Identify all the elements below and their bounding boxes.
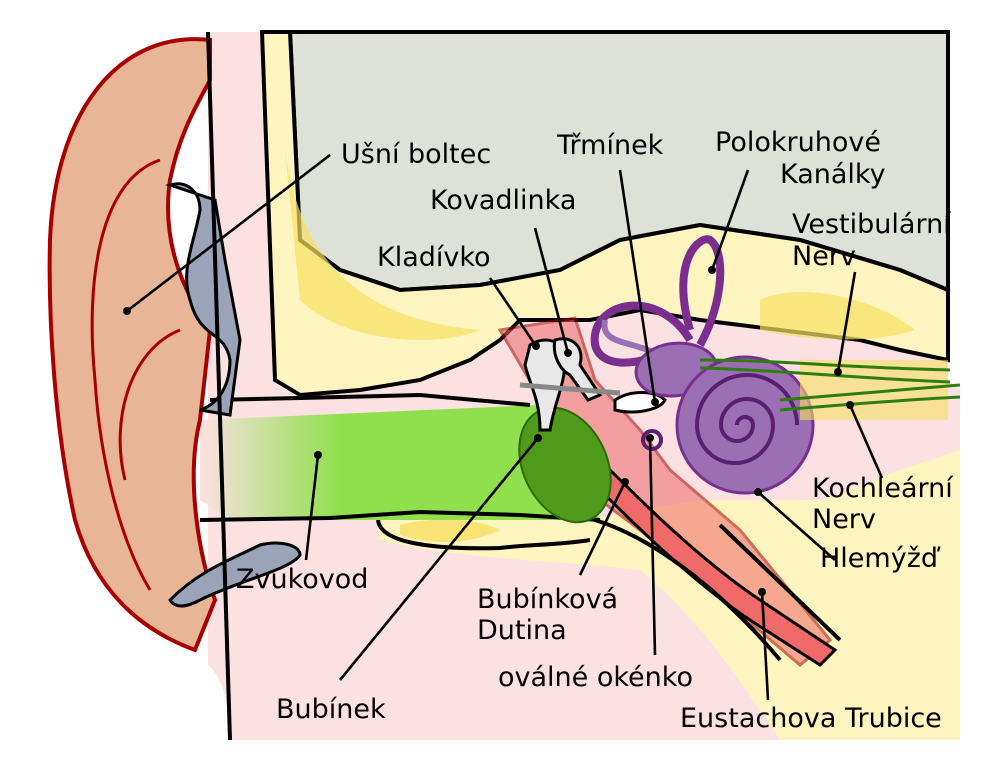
label-malleus: Kladívko [377,242,491,273]
leader-oval-window-dot [646,434,654,442]
label-incus: Kovadlinka [430,185,576,216]
label-tympanic-line1: Bubínková [477,584,618,615]
leader-tympanic-dot [621,478,629,486]
label-stapes: Třmínek [556,130,664,161]
leader-cochlea-dot [754,488,762,496]
semicircular-canal-1 [679,235,725,347]
ear-canal-bottom-wall [199,509,601,522]
tragus-cartilage [165,182,242,417]
eustachian-tube-line-2 [718,523,842,642]
label-cochlea: Hlemýžď [820,543,941,574]
eustachian-tube-line [594,518,782,662]
leader-ear-canal-dot [314,451,322,459]
label-cochlear-line2: Nerv [812,504,876,535]
label-eustachian: Eustachova Trubice [680,703,942,734]
pinna-fold-1 [90,158,161,591]
leader-cochlear-nerve-dot [846,401,854,409]
leader-vestibular [836,271,857,373]
leader-semicircular [710,169,750,271]
pinna-fold-2 [118,328,181,481]
malleus-ligament [519,382,621,396]
vestibular-nerve [699,358,951,384]
label-pinna: Ušní boltec [341,139,491,170]
leader-ear-canal [304,454,320,561]
label-eardrum: Bubínek [276,694,386,725]
ear-canal-top-wall [209,392,531,407]
leader-cochlear-nerve [848,404,884,479]
bone-marrow-lower [400,519,500,542]
lower-bone-edge [376,519,591,551]
leader-semicircular-dot [708,266,716,274]
leader-eustachian [760,591,770,701]
label-oval-window: oválné okénko [498,662,693,693]
stapes [613,391,667,414]
leader-stapes-dot [651,398,659,406]
leader-incus-dot [564,349,572,357]
leader-malleus-dot [532,342,540,350]
leader-oval-window [648,437,657,656]
bone-marrow-right [760,291,915,340]
label-vestibular-line2: Nerv [792,241,856,272]
lower-bone [375,450,960,740]
label-semicircular-line2: Kanálky [780,159,886,190]
cochlear-nerve [779,383,961,412]
leader-cochlea [757,491,836,561]
label-ear-canal: Zvukovod [236,564,368,595]
leader-eustachian-dot [758,588,766,596]
label-semicircular-line1: Polokruhové [715,127,881,158]
oval-window [641,429,663,451]
label-vestibular-line1: Vestibulární [792,209,952,240]
pinna [0,32,230,740]
leader-eardrum-dot [534,434,542,442]
cochlea-spiral [694,373,799,465]
leader-incus [533,227,570,354]
leader-eardrum [338,437,540,681]
ear-canal [200,405,600,520]
leader-pinna [126,153,331,313]
bone-marrow-upper [285,150,480,340]
leader-stapes [618,169,657,403]
leader-tympanic [578,481,627,576]
leader-pinna-dot [123,307,131,315]
label-cochlear-line1: Kochleární [812,473,954,504]
pinna-body [47,37,218,653]
head-outline [206,31,232,741]
label-tympanic-line2: Dutina [477,615,567,646]
leader-malleus [488,277,538,347]
leader-vestibular-dot [834,368,842,376]
